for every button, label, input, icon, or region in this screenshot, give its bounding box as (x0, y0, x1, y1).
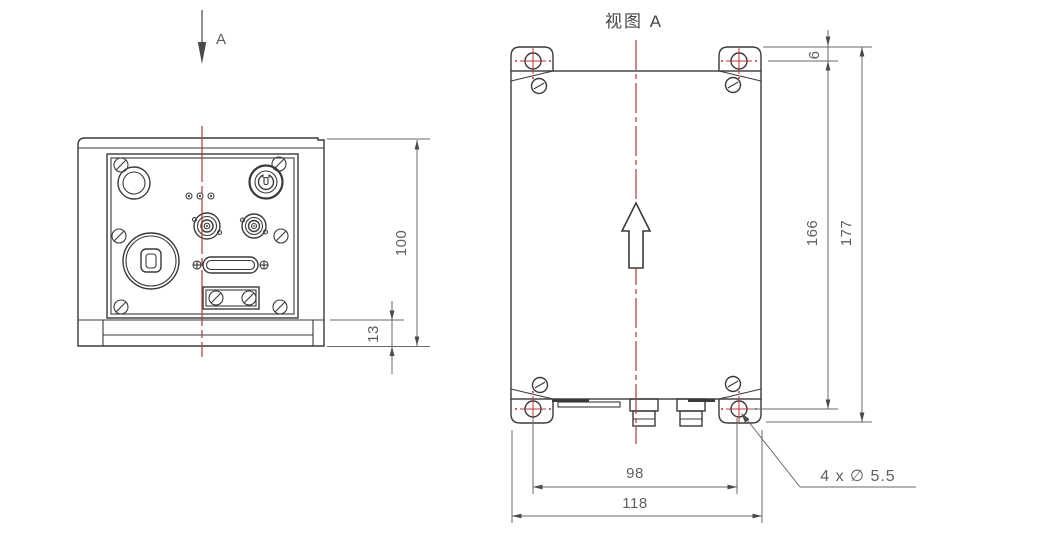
round-connector (117, 166, 151, 200)
mounting-ear (510, 46, 554, 71)
front-view: A (77, 10, 430, 374)
screw-icon (724, 375, 742, 393)
up-arrow-icon (620, 201, 652, 269)
aperture-window (122, 232, 180, 290)
screw-icon (111, 228, 127, 244)
screw-icon (208, 290, 224, 306)
cover-plate (202, 286, 260, 310)
section-label: A (216, 31, 226, 48)
screw-icon (272, 299, 288, 315)
panel-screws (111, 156, 289, 315)
top-view: 视图 A (510, 12, 916, 523)
screw-icon (113, 299, 129, 315)
keyed-connector (248, 164, 284, 200)
screw-icon (113, 157, 129, 173)
dim-166-label: 166 (804, 220, 821, 247)
jackscrew-icon (259, 260, 269, 270)
hole-callout-label: 4 x ∅ 5.5 (820, 468, 895, 485)
section-arrowhead-icon (197, 42, 207, 64)
dim-right-side: 6 166 177 (750, 30, 872, 423)
view-title: 视图 A (605, 12, 663, 31)
screw-icon (273, 228, 289, 244)
bottom-edge-details (552, 398, 715, 427)
bnc-connector-left (191, 212, 223, 240)
dim-13-label: 13 (365, 325, 382, 343)
cable-gland (629, 398, 659, 427)
mounting-ear (510, 399, 554, 424)
mounting-hole (721, 391, 757, 422)
mounting-hole (515, 391, 551, 422)
front-view-outline (77, 137, 325, 347)
screw-icon (531, 376, 549, 394)
dsub-connector (192, 256, 269, 274)
mounting-holes (515, 48, 757, 422)
dim-100-label: 100 (393, 230, 410, 257)
bnc-connector-right (239, 213, 269, 239)
dim-6-label: 6 (806, 51, 823, 60)
dim-98-label: 98 (626, 465, 644, 482)
mounting-ear (718, 46, 762, 71)
dim-118-label: 118 (622, 495, 647, 512)
dim-177-label: 177 (838, 220, 855, 247)
dim-bottom: 98 118 (511, 418, 763, 523)
mounting-ear (718, 399, 762, 424)
led-indicators (185, 192, 215, 200)
lid-screws (530, 76, 742, 394)
jackscrew-icon (192, 260, 202, 270)
screw-icon (724, 76, 742, 94)
section-arrow: A (197, 10, 226, 64)
dim-front-flange: 13 (330, 301, 404, 374)
screw-icon (530, 77, 548, 95)
screw-icon (241, 290, 257, 306)
mounting-hole (721, 48, 757, 79)
cable-gland (676, 398, 706, 427)
hole-callout: 4 x ∅ 5.5 (741, 413, 916, 488)
mounting-hole (515, 48, 551, 79)
dim-front-height: 100 (327, 138, 430, 347)
